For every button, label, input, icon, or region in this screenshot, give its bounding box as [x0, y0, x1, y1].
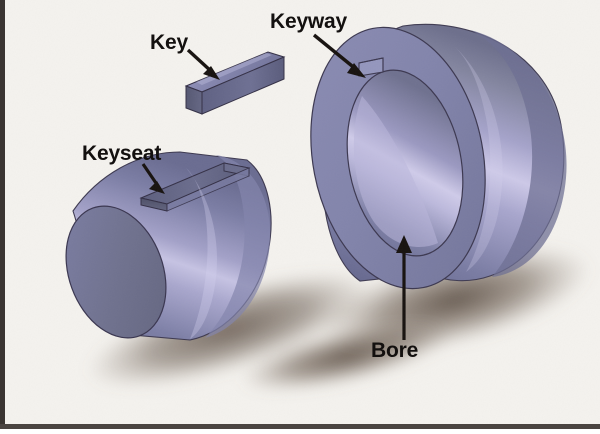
border-left — [0, 0, 5, 434]
border-bottom-margin — [0, 429, 600, 434]
border-bottom — [0, 424, 600, 429]
label-keyseat: Keyseat — [82, 142, 161, 165]
label-bore: Bore — [371, 339, 418, 362]
label-key: Key — [150, 31, 188, 54]
label-keyway: Keyway — [270, 10, 348, 33]
